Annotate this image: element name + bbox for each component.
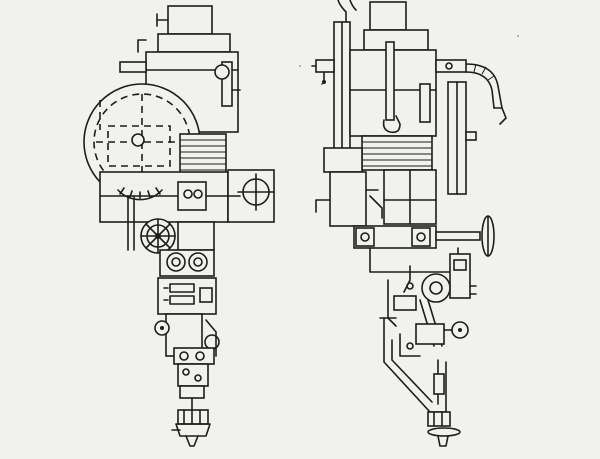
side-linkage-arms xyxy=(399,299,469,357)
front-top-motor xyxy=(156,5,231,53)
front-lower-linkage xyxy=(177,363,209,411)
front-feed-mechanism xyxy=(154,313,220,365)
side-view xyxy=(311,0,507,447)
front-side-box xyxy=(227,169,275,223)
side-coil-stack xyxy=(361,135,433,171)
front-coil-stack xyxy=(179,133,227,175)
side-lower-mechanism xyxy=(369,247,477,327)
side-right-body xyxy=(383,169,437,225)
side-welding-hose xyxy=(465,63,507,125)
side-torch-tip xyxy=(427,411,461,447)
side-left-body xyxy=(315,147,383,227)
front-gear-segment xyxy=(117,187,163,201)
front-gauge xyxy=(214,61,241,107)
front-wire-reel xyxy=(83,83,201,201)
front-control-block xyxy=(157,277,217,315)
side-cross-slide xyxy=(353,215,495,257)
side-top-motor xyxy=(363,1,429,51)
front-torch-nozzle xyxy=(171,409,211,447)
side-clamp-bracket xyxy=(311,59,335,84)
front-column xyxy=(159,221,215,277)
side-wire-reel xyxy=(447,81,477,195)
front-vertical-shaft xyxy=(127,195,135,251)
side-main-housing xyxy=(349,41,467,137)
front-body xyxy=(99,171,229,223)
scan-specks xyxy=(299,35,519,85)
side-vertical-tube xyxy=(333,0,357,173)
front-handwheel xyxy=(140,218,176,254)
front-view xyxy=(83,5,275,447)
